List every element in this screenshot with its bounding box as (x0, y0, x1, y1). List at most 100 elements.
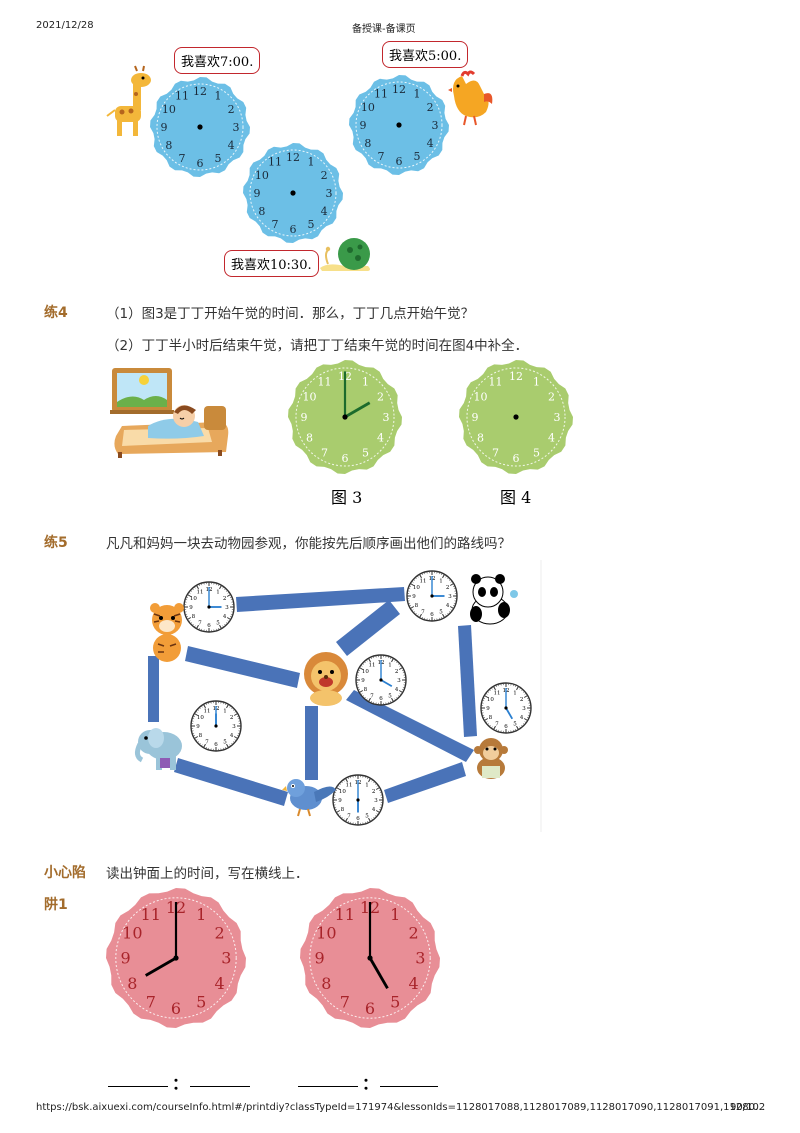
clock-number: 1 (388, 662, 392, 668)
clock-number: 10 (316, 923, 336, 942)
clock-number: 9 (486, 706, 490, 712)
road-elephant-bird (174, 758, 288, 806)
clock-number: 2 (215, 923, 225, 942)
clock-number: 7 (492, 446, 499, 459)
clock-number: 10 (197, 715, 204, 721)
answer-blank-left-hour[interactable] (108, 1086, 168, 1087)
clock-number: 3 (397, 678, 401, 684)
clock-number: 6 (290, 223, 297, 236)
footer-page-number: 90/102 (730, 1102, 766, 1113)
exercise5-label: 练5 (44, 535, 68, 551)
road-lion-monkey (346, 690, 474, 762)
road-lion-panda (336, 600, 400, 656)
road-tiger-elephant (148, 656, 159, 722)
clock-number: 5 (513, 722, 517, 728)
clock-number: 7 (378, 150, 385, 163)
clock-number: 7 (421, 610, 425, 616)
clock-number: 11 (317, 375, 331, 388)
giraffe-speech-bubble: 我喜欢7:00. (174, 47, 261, 74)
clock-number: 6 (430, 612, 434, 618)
header-date: 2021/12/28 (36, 20, 94, 31)
clock-number: 12 (193, 85, 207, 98)
clock-number: 11 (141, 905, 161, 924)
figure3-caption: 图 3 (331, 488, 363, 507)
clock-number: 9 (471, 411, 478, 424)
clock-number: 8 (306, 431, 313, 444)
clock-number: 6 (365, 999, 375, 1018)
hour-hand (380, 679, 393, 688)
clock-number: 2 (409, 923, 419, 942)
clock-number: 3 (448, 594, 452, 600)
clock-number: 5 (414, 150, 421, 163)
clock-number: 11 (335, 905, 355, 924)
clock-number: 11 (197, 589, 204, 595)
clock-number: 6 (342, 452, 349, 465)
clock-number: 9 (161, 121, 168, 134)
clock-number: 8 (364, 137, 371, 150)
clock-number: 10 (339, 789, 346, 795)
clock-number: 9 (412, 594, 416, 600)
clock-number: 12 (286, 151, 300, 164)
clock-number: 1 (308, 156, 315, 169)
clock-number: 5 (388, 694, 392, 700)
clock-number: 10 (473, 390, 487, 403)
clock-number: 2 (446, 585, 450, 591)
clock-number: 5 (196, 992, 206, 1011)
exercise4-question2: （2）丁丁半小时后结束午觉，请把丁丁结束午觉的时间在图4中补全． (106, 338, 529, 354)
answer-blank-left-minute[interactable] (190, 1086, 250, 1087)
clock-number: 10 (302, 390, 316, 403)
clock-number: 8 (489, 715, 493, 721)
clock-number: 3 (232, 724, 236, 730)
figure4-caption: 图 4 (500, 488, 532, 507)
clock-number: 4 (215, 974, 225, 993)
clock-number: 1 (196, 905, 206, 924)
clock-number: 7 (347, 814, 351, 820)
answer-blank-right-minute[interactable] (380, 1086, 438, 1087)
clock-number: 2 (520, 697, 524, 703)
exercise5-question: 凡凡和妈妈一块去动物园参观，你能按先后顺序画出他们的路线吗？ (106, 536, 511, 552)
rooster-icon (448, 70, 493, 126)
clock-number: 11 (488, 375, 502, 388)
tiger-icon (150, 603, 184, 662)
answer-blank-right-hour[interactable] (298, 1086, 358, 1087)
clock-number: 1 (362, 375, 369, 388)
clock-number: 5 (223, 740, 227, 746)
clock-number: 2 (377, 390, 384, 403)
road-bird-monkey (384, 762, 466, 803)
clock-number: 3 (554, 411, 561, 424)
clock-number: 11 (268, 156, 282, 169)
road-lion-bird (305, 706, 318, 780)
clock-number: 8 (477, 431, 484, 444)
clock-number: 6 (504, 724, 508, 730)
clock-number: 2 (427, 101, 434, 114)
hour-hand (505, 707, 514, 720)
clock-number: 9 (361, 678, 365, 684)
exercise4-question1: （1）图3是丁丁开始午觉的时间．那么，丁丁几点开始午觉？ (106, 306, 475, 322)
clock-number: 1 (414, 88, 421, 101)
clock-number: 9 (254, 187, 261, 200)
rooster-speech-bubble: 我喜欢5:00. (382, 41, 469, 68)
clock-number: 10 (361, 101, 375, 114)
clock-number: 6 (197, 157, 204, 170)
clock-number: 8 (321, 974, 331, 993)
clock-number: 7 (272, 218, 279, 231)
clock-number: 10 (122, 923, 142, 942)
clock-number: 8 (258, 205, 265, 218)
clock-number: 2 (230, 715, 234, 721)
clock-number: 2 (223, 596, 227, 602)
clock-number: 2 (228, 103, 235, 116)
clock-number: 3 (522, 706, 526, 712)
clock-number: 9 (338, 798, 342, 804)
hour-hand (144, 956, 177, 977)
clock-number: 7 (340, 992, 350, 1011)
trap-label: 小心陷 (44, 865, 86, 881)
clock-number: 1 (513, 690, 517, 696)
clock-number: 7 (205, 740, 209, 746)
